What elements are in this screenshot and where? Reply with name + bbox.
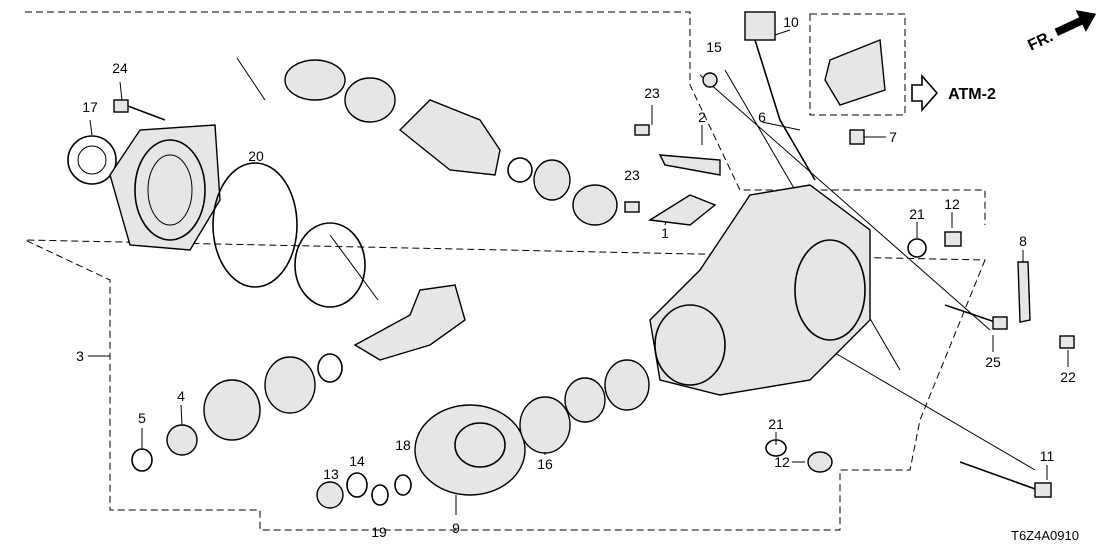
part-transfer-housing: [649, 184, 871, 396]
callout: 21: [909, 206, 925, 222]
reference-label: ATM-2: [948, 86, 996, 103]
front-label: FR.: [1025, 28, 1056, 54]
callout: 6: [758, 109, 766, 125]
callout: 14: [349, 453, 365, 469]
part-13-19-nut-washers: [316, 472, 412, 509]
front-arrow-icon: [1054, 10, 1097, 37]
reference-arrow-icon: [911, 73, 939, 113]
callout: 3: [76, 348, 84, 364]
leader-lines: [88, 29, 1069, 515]
part-10-6-sensor-harness: [744, 11, 865, 181]
callout: 5: [138, 410, 146, 426]
callout: 15: [706, 39, 722, 55]
atm2-boundary: [809, 13, 906, 116]
assembly-boundary: [24, 11, 986, 531]
callout: 9: [452, 520, 460, 536]
part-pinion-bearings: [131, 353, 343, 472]
callout: 12: [774, 454, 790, 470]
callout: 4: [177, 388, 185, 404]
callout: 2: [698, 109, 706, 125]
diagram-code: T6Z4A0910: [1011, 528, 1079, 543]
callout: 23: [644, 85, 660, 101]
callout: 1: [661, 225, 669, 241]
part-bearing-cups: [284, 59, 618, 226]
callout: 18: [395, 437, 411, 453]
callout: 11: [1040, 448, 1055, 464]
part-2-1-brackets: [647, 154, 721, 226]
callout: 13: [323, 466, 339, 482]
part-atm2-bracket: [824, 39, 886, 106]
part-20-o-ring: [212, 162, 366, 308]
callout: 8: [1019, 233, 1027, 249]
callout: 10: [783, 14, 799, 30]
part-16-seal-bearings: [519, 359, 650, 454]
part-24-bolt: [113, 99, 166, 121]
callout-labels: 10 15 24 17 23 2 6 7 20 23 21 12 8 1 3 2…: [76, 14, 1076, 540]
callout: 19: [371, 524, 387, 540]
part-pinion-gear: [353, 284, 466, 361]
callout: 22: [1060, 369, 1076, 385]
part-retainer: [109, 124, 221, 251]
callout: 20: [248, 148, 264, 164]
callout: 12: [944, 196, 960, 212]
part-17-oil-seal: [67, 135, 117, 185]
part-small-bolts: [624, 72, 1075, 498]
callout: 24: [112, 60, 128, 76]
front-direction: FR.: [1025, 10, 1097, 55]
part-ring-gear: [398, 99, 501, 176]
callout: 21: [768, 416, 784, 432]
part-9-companion-flange: [414, 404, 526, 496]
callout: 7: [889, 129, 897, 145]
callout: 25: [985, 354, 1001, 370]
callout: 17: [82, 99, 98, 115]
callout: 23: [624, 167, 640, 183]
callout: 16: [537, 456, 553, 472]
